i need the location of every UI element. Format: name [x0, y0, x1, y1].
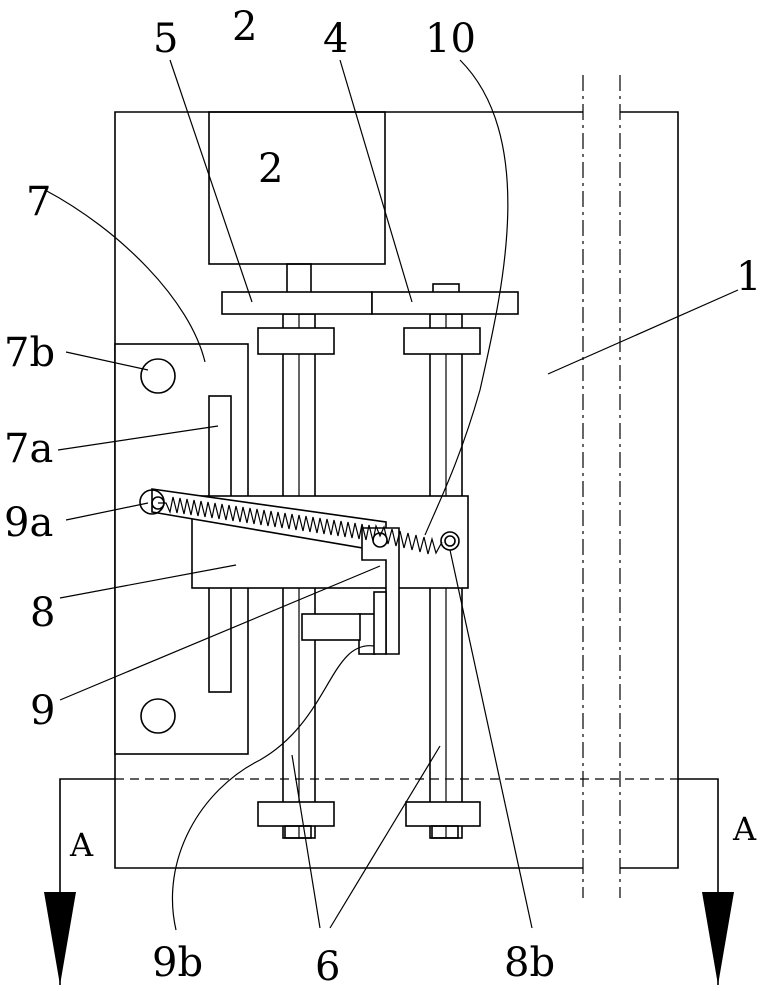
label-8b: 8b: [504, 940, 555, 986]
gear-5: [222, 292, 372, 314]
label-2-inner: 2: [258, 146, 283, 192]
label-7b: 7b: [4, 330, 55, 376]
label-9a: 9a: [4, 500, 53, 546]
upper-bearing-right: [404, 328, 480, 354]
lower-bearing-right: [406, 802, 480, 826]
section-line-a-a: [44, 779, 734, 985]
label-6: 6: [315, 944, 340, 990]
label-1: 1: [736, 254, 761, 300]
label-10: 10: [425, 16, 476, 62]
section-arrow-left: [44, 892, 76, 985]
label-4: 4: [323, 16, 348, 62]
lower-bearing-left: [258, 802, 334, 826]
label-5: 5: [153, 16, 178, 62]
label-9: 9: [30, 688, 55, 734]
gear-4: [372, 292, 518, 314]
section-label-right: A: [732, 810, 757, 848]
label-2: 2: [232, 4, 257, 50]
lower-shaft-end-left: [285, 826, 311, 838]
motor: [209, 112, 385, 264]
label-7: 7: [26, 179, 51, 225]
section-label-left: A: [69, 826, 94, 864]
upper-bearing-left: [258, 328, 334, 354]
section-arrow-right: [702, 892, 734, 985]
label-7a: 7a: [4, 426, 53, 472]
lower-shaft-end-right: [432, 826, 458, 838]
label-9b: 9b: [152, 940, 203, 986]
label-8: 8: [30, 590, 55, 636]
